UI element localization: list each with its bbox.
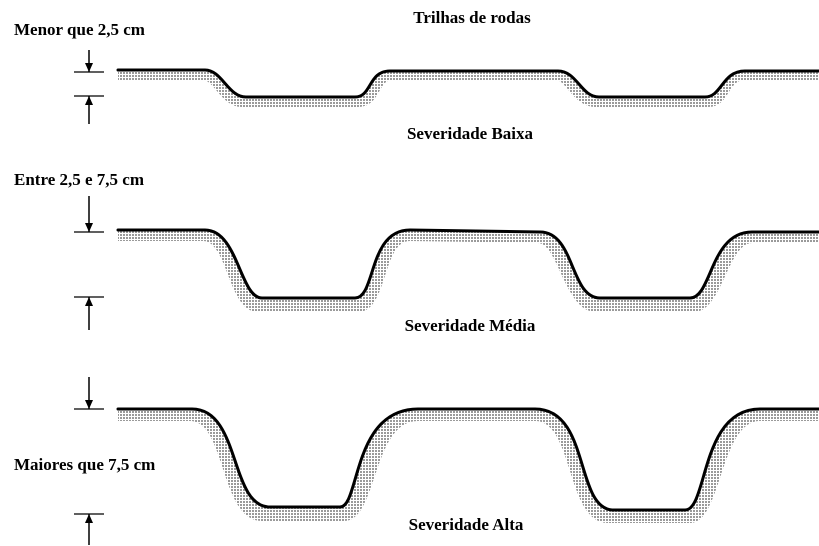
depth-label-high: Maiores que 7,5 cm: [14, 455, 155, 474]
rut-shadow-low: [118, 70, 819, 107]
rut-profile-medium: [116, 228, 819, 300]
depth-arrows-medium: [74, 196, 104, 330]
panel-low: Menor que 2,5 cm Severidade Baixa: [14, 20, 819, 143]
depth-label-low: Menor que 2,5 cm: [14, 20, 145, 39]
rut-profile-high: [116, 407, 819, 512]
depth-arrows-high: [74, 377, 104, 545]
diagram-title: Trilhas de rodas: [413, 8, 531, 27]
rut-shadow-high: [118, 409, 819, 523]
depth-arrows-low: [74, 50, 104, 124]
panel-medium: Entre 2,5 e 7,5 cm Severidade Média: [14, 170, 819, 335]
rut-shadow-medium: [118, 230, 819, 312]
severity-label-medium: Severidade Média: [405, 316, 536, 335]
severity-label-low: Severidade Baixa: [407, 124, 534, 143]
panel-high: Maiores que 7,5 cm Severidade Alta: [14, 377, 819, 545]
rut-profile-low: [116, 68, 819, 99]
severity-label-high: Severidade Alta: [409, 515, 524, 534]
depth-label-medium: Entre 2,5 e 7,5 cm: [14, 170, 144, 189]
